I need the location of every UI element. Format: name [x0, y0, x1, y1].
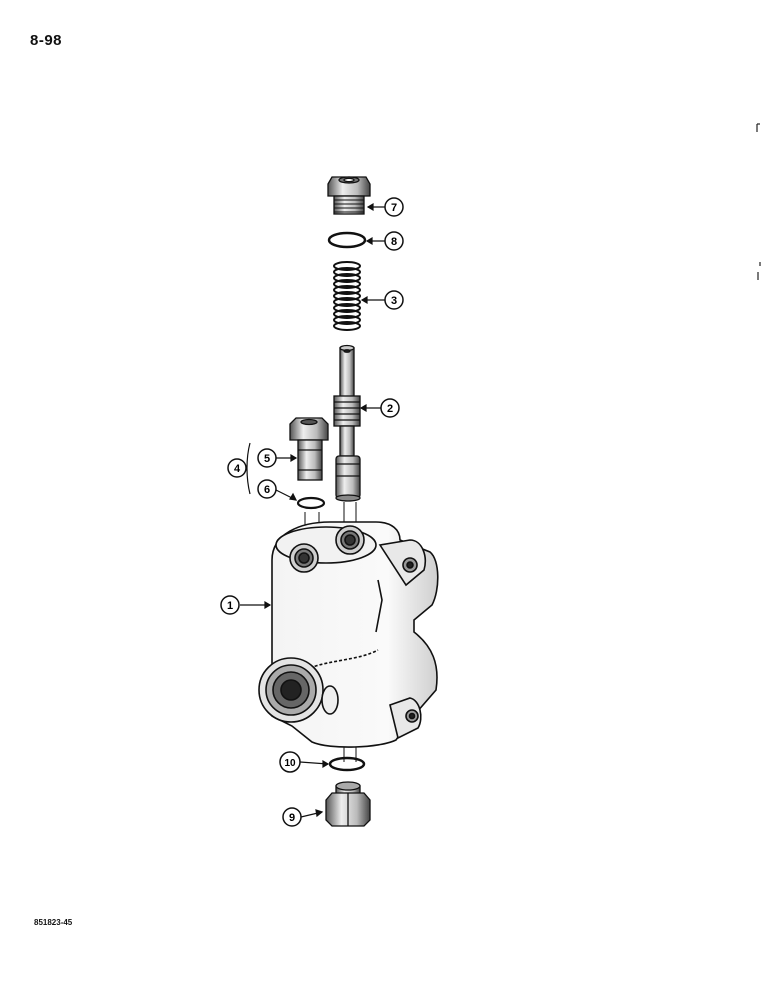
page-number: 8-98 [30, 32, 63, 49]
part-spring [333, 261, 361, 331]
part-valve-body [258, 521, 439, 748]
callout-7: 7 [384, 197, 404, 217]
callout-1-label: 1 [227, 600, 233, 612]
callout-6-label: 6 [264, 484, 270, 496]
scan-marks [756, 123, 761, 280]
callout-9-label: 9 [289, 812, 295, 824]
callout-5-label: 5 [264, 453, 270, 465]
callout-10-label: 10 [284, 758, 296, 769]
part-plug [327, 176, 371, 215]
callout-10: 10 [279, 751, 301, 773]
callout-9: 9 [282, 807, 302, 827]
callout-7-label: 7 [391, 202, 397, 214]
callout-8-label: 8 [391, 236, 397, 248]
callout-2: 2 [380, 398, 400, 418]
callout-6: 6 [257, 479, 277, 499]
part-bottom-plug [325, 781, 371, 827]
callout-3-label: 3 [391, 295, 397, 307]
callout-3: 3 [384, 290, 404, 310]
figure-id: 851823-45 [34, 918, 73, 927]
part-spool [333, 344, 361, 502]
leader-lines [240, 202, 385, 818]
part-o-ring-lower [328, 756, 366, 772]
callout-4-label: 4 [234, 463, 241, 475]
part-fitting [289, 417, 329, 481]
part-o-ring-upper [327, 231, 367, 249]
bracket-4 [246, 442, 251, 495]
callout-4: 4 [227, 458, 247, 478]
callout-2-label: 2 [387, 403, 393, 415]
callout-1: 1 [220, 595, 240, 615]
part-o-ring-small [296, 496, 326, 510]
callout-8: 8 [384, 231, 404, 251]
callout-5: 5 [257, 448, 277, 468]
